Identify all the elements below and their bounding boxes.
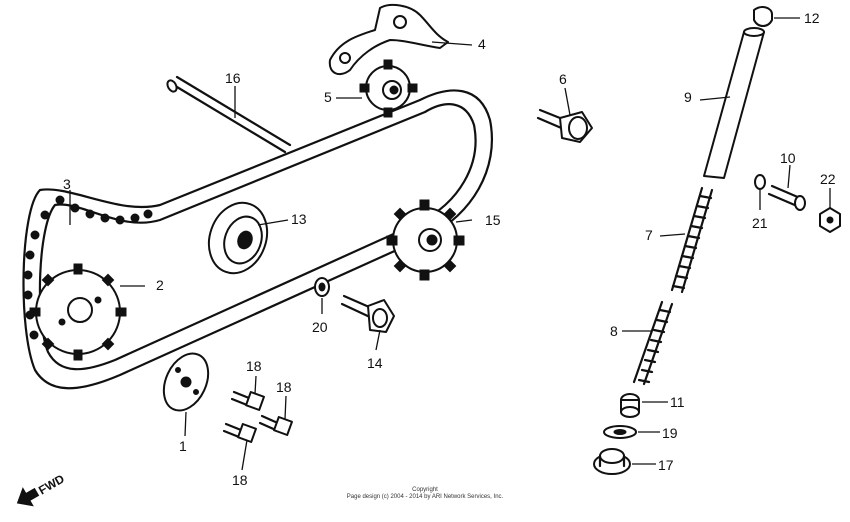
callout-9: 9 <box>684 89 692 105</box>
callout-3: 3 <box>63 176 71 192</box>
callout-10: 10 <box>780 150 796 166</box>
nut-22[interactable] <box>819 207 841 233</box>
bolt-18-lower-right[interactable] <box>258 414 293 436</box>
copyright-footer: Copyright Page design (c) 2004 - 2014 by… <box>347 487 504 500</box>
callout-11: 11 <box>670 394 685 410</box>
forward-direction-indicator: FWD <box>16 471 67 507</box>
callout-5: 5 <box>324 89 332 105</box>
tensioner-tube[interactable] <box>703 27 765 179</box>
callout-8: 8 <box>610 323 618 339</box>
cap-12[interactable] <box>753 6 773 27</box>
copyright-line-1: Copyright <box>412 487 438 493</box>
bolt-18-lower-left[interactable] <box>222 422 257 443</box>
pivot-bolt-14[interactable] <box>340 294 395 333</box>
idler-sprocket[interactable] <box>386 199 465 281</box>
washer-21[interactable] <box>754 174 766 190</box>
spring-8[interactable] <box>632 300 674 386</box>
cam-sprocket-large[interactable] <box>29 263 127 361</box>
bolt-18-upper[interactable] <box>230 390 265 411</box>
callout-18-right: 18 <box>276 379 292 395</box>
cam-plate[interactable] <box>155 346 217 417</box>
callout-labels: 1 2 3 4 5 6 7 8 9 10 11 12 13 14 15 16 1… <box>63 10 836 488</box>
washer-19[interactable] <box>603 425 637 439</box>
callout-4: 4 <box>478 36 486 52</box>
callout-12: 12 <box>804 10 820 26</box>
washer-20[interactable] <box>314 277 330 297</box>
callout-1: 1 <box>179 438 187 454</box>
flange-bolt-6[interactable] <box>536 108 593 143</box>
tensioner-roller[interactable] <box>199 195 276 282</box>
sealing-bolt-17[interactable] <box>593 448 631 475</box>
callout-18-upper: 18 <box>246 358 262 374</box>
callout-7: 7 <box>645 227 653 243</box>
callout-2: 2 <box>156 277 164 293</box>
callout-20: 20 <box>312 319 328 335</box>
callout-21: 21 <box>752 215 768 231</box>
callout-15: 15 <box>485 212 501 228</box>
spring-7[interactable] <box>670 186 714 294</box>
forward-label: FWD <box>36 471 67 497</box>
forward-arrow-icon <box>16 487 40 507</box>
callout-17: 17 <box>658 457 674 473</box>
callout-18-lower: 18 <box>232 472 248 488</box>
callout-16: 16 <box>225 70 241 86</box>
callout-19: 19 <box>662 425 678 441</box>
plug-11[interactable] <box>620 393 640 418</box>
callout-6: 6 <box>559 71 567 87</box>
small-sprocket[interactable] <box>359 59 418 118</box>
copyright-line-2: Page design (c) 2004 - 2014 by ARI Netwo… <box>347 494 504 500</box>
tensioner-pin[interactable] <box>166 75 292 154</box>
guide-bracket[interactable] <box>328 3 449 76</box>
bolt-10[interactable] <box>767 184 806 211</box>
leader-lines <box>69 17 831 471</box>
callout-13: 13 <box>291 211 307 227</box>
callout-14: 14 <box>367 355 383 371</box>
callout-22: 22 <box>820 171 836 187</box>
